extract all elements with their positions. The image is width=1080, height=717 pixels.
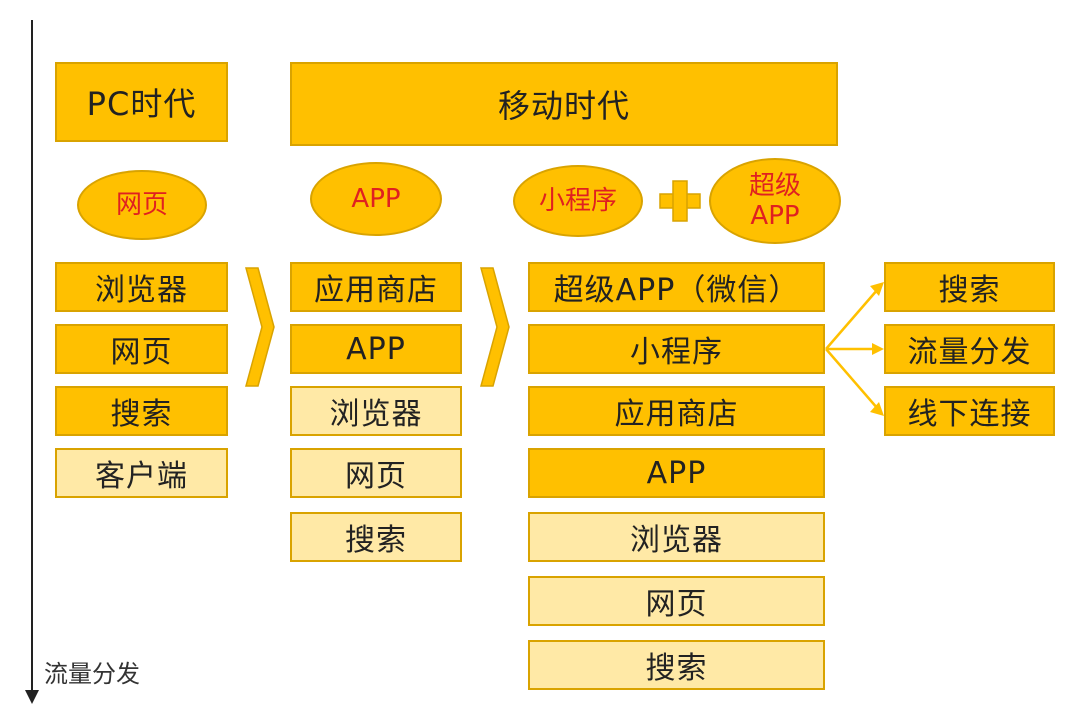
chevron-right-icon	[245, 267, 275, 387]
branch-arrows	[825, 288, 879, 410]
pc-stack-item-4: 客户端	[55, 448, 228, 498]
miniprogram-oval: 小程序	[513, 165, 643, 237]
miniprogram-stack-item-4: APP	[528, 448, 825, 498]
chevron-right-icon	[480, 267, 510, 387]
app-stack-item-5: 搜索	[290, 512, 462, 562]
miniprogram-stack-item-3: 应用商店	[528, 386, 825, 436]
arrow-head-icon	[870, 282, 884, 416]
app-stack-item-1: 应用商店	[290, 262, 462, 312]
app-stack-item-2: APP	[290, 324, 462, 374]
miniprogram-stack-item-7: 搜索	[528, 640, 825, 690]
pc-era-header: PC时代	[55, 62, 228, 142]
pc-stack-item-3: 搜索	[55, 386, 228, 436]
timeline-axis	[31, 20, 33, 700]
output-traffic-distribution: 流量分发	[884, 324, 1055, 374]
miniprogram-stack-item-1: 超级APP（微信）	[528, 262, 825, 312]
pc-stack-item-1: 浏览器	[55, 262, 228, 312]
plus-icon	[659, 180, 701, 222]
miniprogram-stack-item-2: 小程序	[528, 324, 825, 374]
app-stack-item-3: 浏览器	[290, 386, 462, 436]
miniprogram-stack-item-5: 浏览器	[528, 512, 825, 562]
pc-web-oval: 网页	[77, 170, 207, 240]
output-offline-connection: 线下连接	[884, 386, 1055, 436]
timeline-arrow-icon	[25, 690, 39, 704]
miniprogram-stack-item-6: 网页	[528, 576, 825, 626]
output-search: 搜索	[884, 262, 1055, 312]
app-oval: APP	[310, 162, 442, 236]
mobile-era-header: 移动时代	[290, 62, 838, 146]
timeline-label: 流量分发	[44, 660, 140, 688]
pc-stack-item-2: 网页	[55, 324, 228, 374]
app-stack-item-4: 网页	[290, 448, 462, 498]
